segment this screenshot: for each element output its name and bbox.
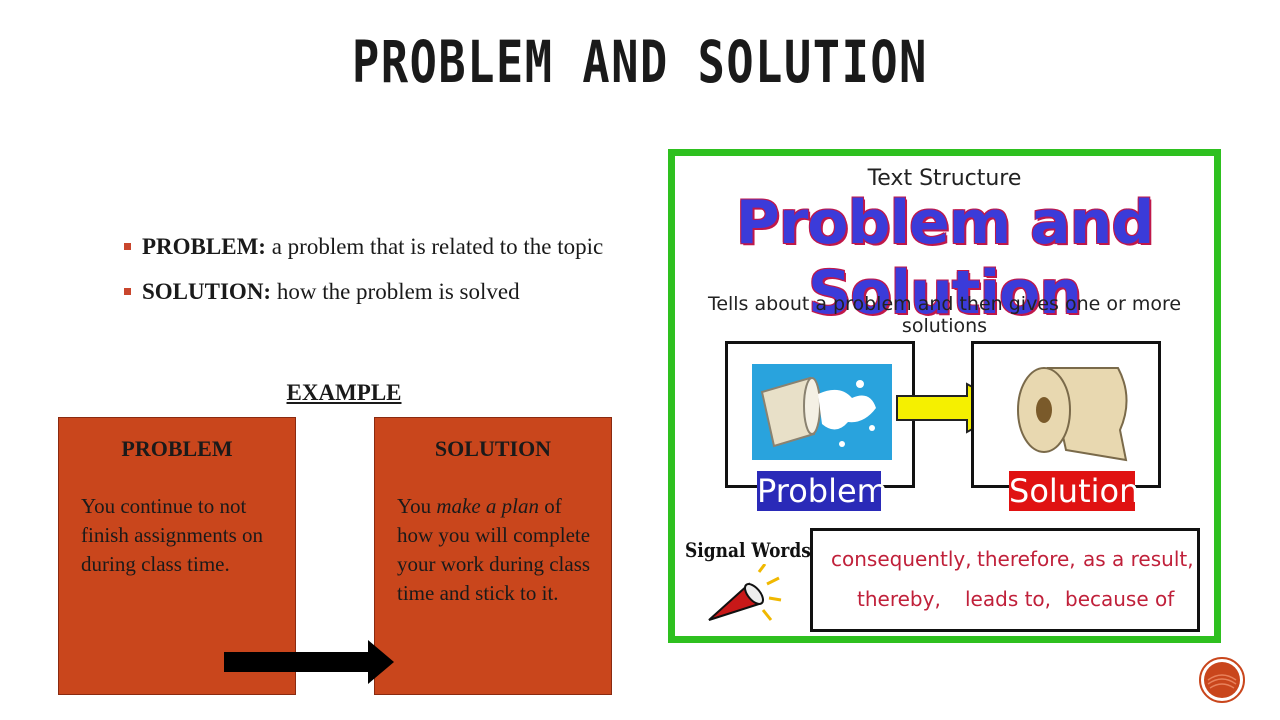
bullet-list: PROBLEM: a problem that is related to th… (122, 232, 612, 322)
example-label: EXAMPLE (286, 380, 402, 405)
problem-box-heading: PROBLEM (121, 436, 233, 461)
bullet-term: SOLUTION: (142, 279, 272, 304)
poster-tagline: Tells about a problem and then gives one… (707, 293, 1182, 337)
solution-box: SOLUTION You make a plan of how you will… (374, 417, 612, 695)
problem-box-body: You continue to not finish assignments o… (81, 494, 263, 576)
bullet-problem: PROBLEM: a problem that is related to th… (122, 232, 612, 261)
solution-tag: Solution (1009, 471, 1140, 511)
bullet-solution: SOLUTION: how the problem is solved (122, 277, 612, 306)
signal-word: leads to, (965, 587, 1052, 611)
problem-box: PROBLEM You continue to not finish assig… (58, 417, 296, 695)
solution-box-body: You make a plan of how you will complete… (397, 492, 601, 608)
problem-panel (725, 341, 915, 488)
problem-tag: Problem (757, 471, 888, 511)
bullet-text: a problem that is related to the topic (265, 234, 604, 259)
poster-frame: Text Structure Problem and Solution Tell… (668, 149, 1221, 643)
signal-word: because of (1065, 587, 1175, 611)
signal-words-title: Signal Words (685, 538, 811, 562)
signal-word: therefore, (977, 547, 1076, 571)
solution-box-heading: SOLUTION (434, 436, 552, 461)
solution-text-pre: You (397, 494, 437, 518)
solution-text-post: of how you will complete your work durin… (397, 494, 591, 605)
signal-word: thereby, (857, 587, 941, 611)
milk-glass-icon (752, 364, 892, 460)
bullet-mark (124, 243, 131, 250)
bullet-mark (124, 288, 131, 295)
signal-words-box: consequently, therefore, as a result, th… (810, 528, 1200, 632)
bullet-term: PROBLEM: (142, 234, 266, 259)
solution-text-emphasis: make a plan (436, 494, 539, 518)
black-arrow-icon (224, 640, 394, 684)
nav-circle-icon[interactable] (1198, 656, 1246, 704)
solution-panel (971, 341, 1161, 488)
bullet-text: how the problem is solved (271, 279, 520, 304)
megaphone-icon (708, 564, 782, 621)
poster-subtitle: Text Structure (867, 166, 1022, 191)
signal-word: consequently, (831, 547, 972, 571)
signal-word: as a result, (1083, 547, 1194, 571)
slide-title: PROBLEM AND SOLUTION (352, 28, 928, 96)
paper-towel-icon (1017, 367, 1128, 462)
poster-title: Problem and Solution (735, 188, 1155, 328)
